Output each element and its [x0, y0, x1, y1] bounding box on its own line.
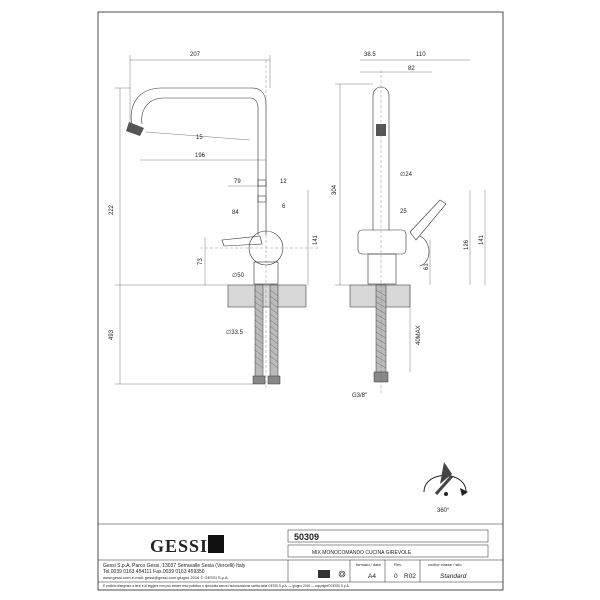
dim-61: 61	[424, 263, 430, 270]
dim-141-side: 141	[479, 234, 485, 245]
counter-top-front	[227, 284, 307, 308]
dim-40max: 40MAX	[416, 325, 422, 345]
format-value: A4	[368, 573, 376, 580]
dim-110: 110	[416, 52, 426, 58]
side-view	[335, 59, 486, 395]
dim-304: 304	[332, 184, 338, 195]
dim-dia50: ∅50	[232, 272, 245, 279]
dim-222: 222	[109, 204, 115, 215]
dim-126: 126	[464, 239, 470, 250]
footer-notice: È proibito disegnare a terzi e di legger…	[103, 583, 350, 588]
dim-38-5: 38.5	[364, 52, 376, 58]
dim-6: 6	[282, 204, 286, 210]
dim-73: 73	[198, 258, 204, 265]
spout-outlet	[126, 122, 144, 136]
web-line: www.gessi.com e-mail: gessi@gessi.com gi…	[103, 575, 229, 580]
dim-84: 84	[232, 210, 239, 216]
dim-493: 493	[109, 329, 115, 340]
title-block	[98, 523, 503, 583]
dim-141-front: 141	[313, 234, 319, 245]
dim-196: 196	[195, 153, 206, 159]
company-line: Gessi S.p.A. Parco Gessi, 13037 Serraval…	[103, 563, 246, 569]
dim-82: 82	[408, 66, 415, 72]
phone-line: Tel.0039 0163 454111 Fax.0039 0163 45935…	[103, 569, 205, 575]
gessi-logo: GESSI	[150, 536, 208, 556]
dim-dia24: ∅24	[400, 171, 413, 178]
dim-dia33-5: ∅33.5	[226, 329, 244, 336]
dim-12: 12	[280, 179, 287, 185]
product-description: MIX MONOCOMANDO CUCINA GIREVOLE	[312, 550, 412, 556]
product-code: 50309	[294, 532, 319, 542]
rev-code: R02	[404, 573, 416, 580]
rev-value: 0	[394, 573, 398, 580]
rotation-360-icon	[423, 462, 468, 496]
rotation-label: 360°	[437, 508, 450, 514]
gessi-logo-mark	[208, 535, 224, 553]
dim-15: 15	[196, 135, 203, 141]
dim-thread: G3/8"	[352, 393, 367, 399]
dim-25: 25	[400, 209, 407, 215]
dim-207: 207	[190, 52, 201, 58]
class-value: Standard	[440, 573, 467, 580]
dim-79: 79	[234, 179, 241, 185]
class-label: codice classe / sito	[428, 562, 462, 567]
format-label: formato / data	[356, 562, 381, 567]
rev-label: Rev.	[394, 562, 402, 567]
sheet-border	[97, 11, 504, 591]
front-view	[115, 55, 320, 390]
